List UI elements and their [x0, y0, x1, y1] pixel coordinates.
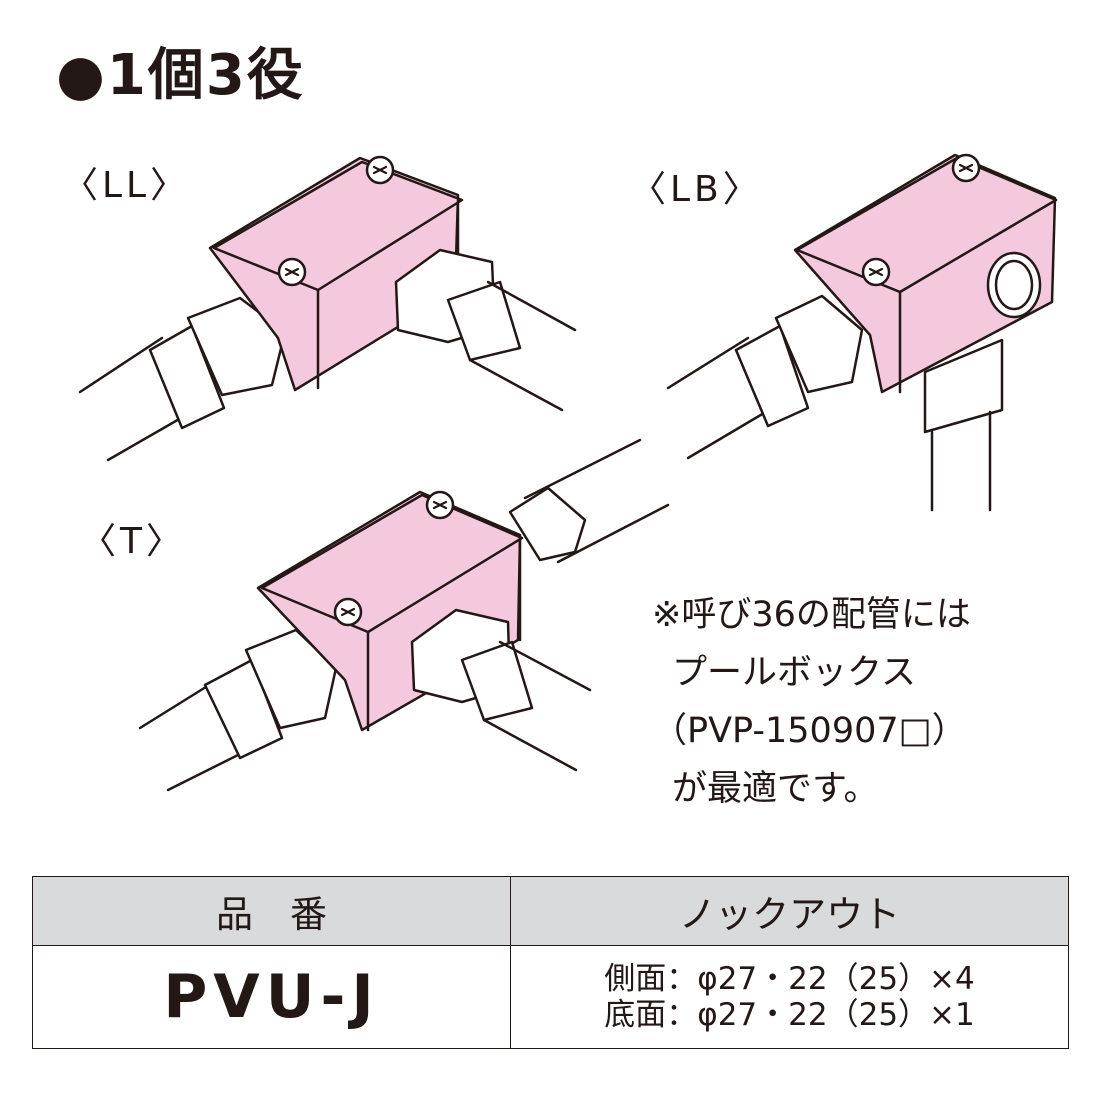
lb-junction-box: [666, 153, 1058, 512]
nut-icon: [923, 338, 1004, 434]
nut-icon: [148, 324, 226, 430]
t-junction-box: [138, 438, 670, 792]
note-line: ※呼び36の配管には: [652, 595, 971, 635]
table-header-row: 品 番 ノックアウト: [32, 876, 1069, 946]
nut-icon: [734, 324, 810, 428]
screw-icon: [425, 490, 455, 520]
nut-icon: [203, 658, 284, 760]
note-text: ※呼び36の配管には プールボックス （PVP-150907□） が最適です。: [652, 586, 971, 818]
note-line: （PVP-150907□）: [652, 711, 967, 751]
ll-label: 〈LL〉: [62, 165, 191, 206]
spec-table: 品 番 ノックアウト PVU-J 側面：φ27・22（25）×4 底面：φ27・…: [32, 876, 1069, 1049]
screw-icon: [951, 153, 981, 183]
conduit-pipe-icon: [482, 640, 592, 772]
knockout-bottom: 底面：φ27・22（25）×1: [604, 997, 975, 1033]
conduit-pipe-icon: [468, 280, 577, 412]
part-number-cell: PVU-J: [32, 945, 511, 1049]
conduit-pipe-icon: [930, 410, 992, 512]
part-number-header: 品 番: [32, 876, 511, 946]
table-row: PVU-J 側面：φ27・22（25）×4 底面：φ27・22（25）×1: [32, 945, 1069, 1049]
page-title: ●1個3役: [56, 43, 305, 108]
screw-icon: [861, 257, 891, 287]
conduit-pipe-icon: [523, 438, 670, 564]
note-line: プールボックス: [672, 653, 916, 693]
knockout-header: ノックアウト: [510, 876, 1069, 946]
t-label: 〈T〉: [80, 521, 186, 562]
lb-label: 〈LB〉: [630, 169, 763, 210]
note-line: が最適です。: [672, 769, 879, 809]
screw-icon: [277, 257, 307, 287]
knockout-side: 側面：φ27・22（25）×4: [604, 961, 975, 997]
nut-icon: [508, 486, 587, 562]
screw-icon: [333, 597, 363, 627]
knockout-cell: 側面：φ27・22（25）×4 底面：φ27・22（25）×1: [510, 945, 1069, 1049]
screw-icon: [365, 155, 395, 185]
ll-junction-box: [78, 155, 577, 462]
junction-box-illustration: [78, 153, 1058, 792]
